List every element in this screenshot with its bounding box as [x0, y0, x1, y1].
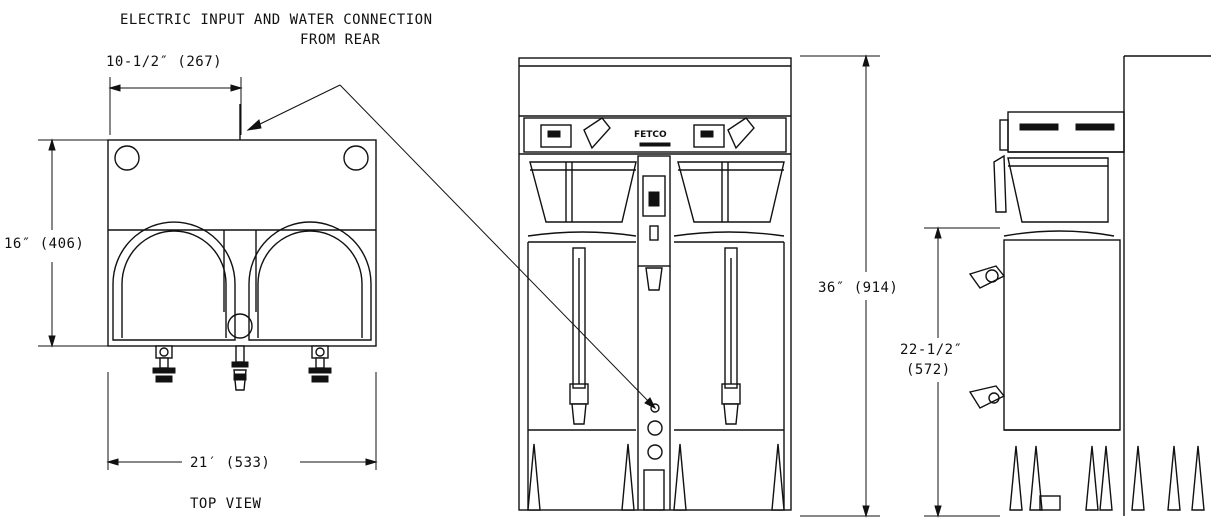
top-width-dimension-label: 10-1/2″ (267) — [106, 54, 222, 70]
top-view-drawing — [38, 77, 378, 470]
front-height-dimension — [800, 54, 880, 518]
center-faucet — [231, 345, 249, 391]
callout-text-line1: ELECTRIC INPUT AND WATER CONNECTION — [120, 12, 433, 28]
left-faucet — [152, 345, 176, 383]
top-view-caption: TOP VIEW — [190, 496, 262, 512]
top-overall-width-label: 21′ (533) — [190, 455, 270, 471]
side-height-label-line2: (572) — [906, 362, 951, 378]
brand-logo-text: FETCO — [634, 130, 667, 140]
front-height-dimension-label: 36″ (914) — [818, 280, 898, 296]
top-depth-dimension-label: 16″ (406) — [4, 236, 84, 252]
side-height-dimension — [924, 226, 1000, 518]
side-view-drawing — [968, 55, 1211, 516]
right-faucet — [308, 345, 332, 383]
front-view-drawing: FETCO — [518, 57, 792, 511]
side-height-label-line1: 22-1/2″ — [900, 342, 963, 358]
callout-text-line2: FROM REAR — [300, 32, 380, 48]
